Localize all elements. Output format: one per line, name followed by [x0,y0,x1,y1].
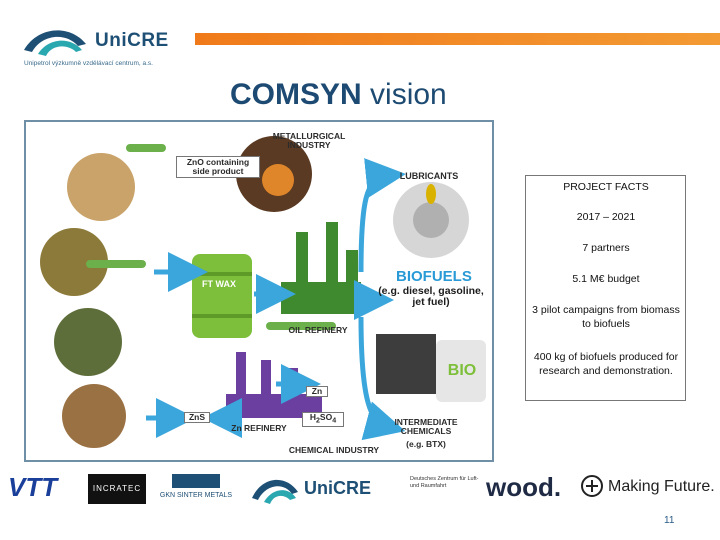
facts-pilots: 3 pilot campaigns from biomass to biofue… [532,304,680,330]
wood-logo: wood. [486,472,562,502]
biomass-sawdust-image [67,153,135,221]
facts-output: 400 kg of biofuels produced for research… [533,351,679,377]
intermediate-chemicals-label: INTERMEDIATE CHEMICALS [394,417,458,436]
h2so4-sub1: 2 [315,416,320,425]
biofuels-examples-label: (e.g. diesel, gasoline, jet fuel) [378,285,484,308]
making-future-logo: Making Future. [608,478,715,495]
unicre-partner-logo: UniCRE [304,478,371,498]
title-part1: COMSYN [230,78,362,111]
logo-name: UniCRE [95,30,169,51]
h2so4-h: H [309,412,316,422]
vtt-logo: VTT [8,472,58,502]
unicre-logo-icon [24,30,86,56]
facts-partners: 7 partners [582,242,630,254]
zn-label: Zn [306,386,328,397]
gkn-mark-icon [172,474,220,488]
chemical-industry-label: CHEMICAL INDUSTRY [288,445,380,455]
gkn-logo: GKN SINTER METALS [159,492,233,499]
facts-years: 2017 – 2021 [576,211,636,223]
biofuels-label: BIOFUELS [396,268,472,285]
slide-title: COMSYN vision [230,78,447,112]
facts-heading: PROJECT FACTS [563,181,649,193]
unicre-partner-icon [252,479,298,504]
zn-refinery-icon [226,352,322,418]
making-future-icon [581,475,603,497]
lubricant-gear-icon [393,182,469,258]
header-accent-bar [195,33,720,45]
lubricants-label: LUBRICANTS [399,171,459,181]
biomass-hay-bale-image [40,228,108,296]
h2so4-so: SO [319,412,333,422]
page-number: 11 [664,515,675,526]
h2so4-sub2: 4 [332,416,337,425]
zns-label: ZnS [184,412,210,423]
bio-can-label: BIO [447,362,477,379]
zno-side-product-label: ZnO containing side product [176,156,260,178]
bio-canister-icon [376,334,486,402]
incratec-logo: INCRATEC [88,474,146,504]
oil-refinery-label: OIL REFINERY [288,325,348,335]
comsyn-process-diagram: ZnO containing side product METALLURGICA… [24,120,494,462]
biomass-wood-chips-image [62,384,126,448]
facts-budget: 5.1 M€ budget [572,273,640,285]
metallurgical-industry-label: METALLURGICAL INDUSTRY [272,131,346,150]
zn-refinery-label: Zn REFINERY [231,423,287,433]
h2so4-label: H2SO4 [302,412,344,427]
biomass-forest-residue-image [54,308,122,376]
project-facts-box: PROJECT FACTS 2017 – 2021 7 partners 5.1… [525,175,686,401]
logo-subtitle: Unipetrol výzkumně vzdělávací centrum, a… [24,60,153,67]
btx-label: (e.g. BTX) [406,439,446,449]
partner-logos-strip: VTT INCRATEC GKN SINTER METALS UniCRE De… [0,462,720,522]
ft-wax-drum-icon [192,254,252,338]
dlr-logo: Deutsches Zentrum für Luft- und Raumfahr… [410,476,479,489]
ft-wax-label: FT WAX [202,279,236,289]
oil-refinery-icon [281,222,361,314]
title-part2: vision [361,78,447,111]
